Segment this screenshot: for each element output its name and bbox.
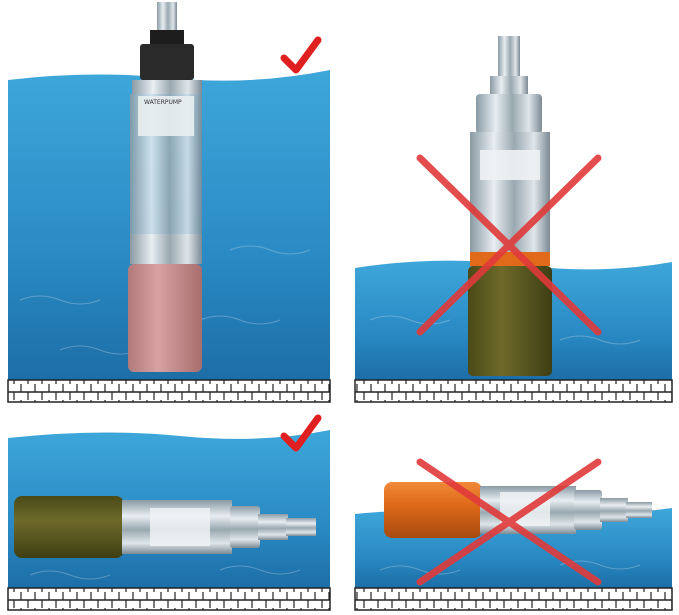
ground <box>7 379 331 403</box>
water-ripples <box>29 565 301 580</box>
pump-brand-label: WATERPUMP <box>144 99 182 106</box>
panel-horizontal-partially-submerged <box>354 458 673 611</box>
panel-vertical-fully-submerged: WATERPUMP <box>7 2 331 403</box>
ground <box>7 587 331 611</box>
panel-vertical-partially-submerged <box>354 36 673 403</box>
ground <box>354 379 673 403</box>
ground <box>354 587 673 611</box>
water-ripples <box>369 315 641 345</box>
panel-horizontal-fully-submerged <box>7 414 331 611</box>
pump-horizontal <box>14 496 316 558</box>
check-mark-icon <box>280 414 322 452</box>
check-mark-icon <box>280 36 322 74</box>
pump-vertical: WATERPUMP <box>128 2 202 372</box>
cross-mark-icon <box>416 458 602 586</box>
pump-vertical <box>468 36 552 376</box>
cross-mark-icon <box>416 154 602 336</box>
